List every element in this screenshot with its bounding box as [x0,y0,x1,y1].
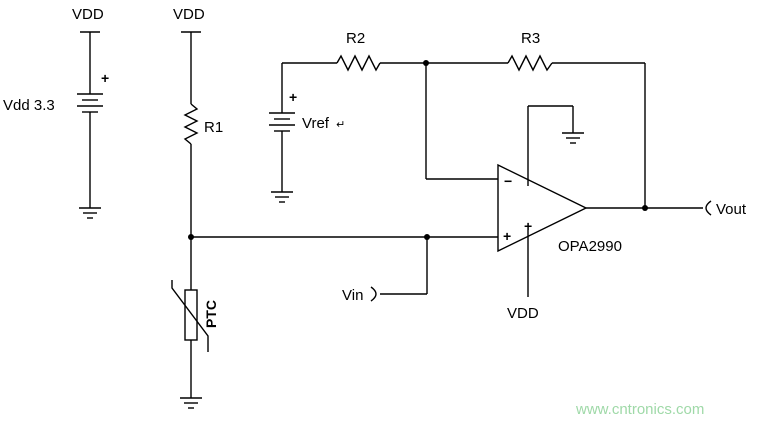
junction-node-vout [642,205,648,211]
ground-icon [79,207,101,219]
resistor-r1-icon [183,103,199,145]
vout-terminal-icon [705,200,712,216]
opamp-opa2990: − + + OPA2990 VDD [497,105,622,322]
r3-label: R3 [521,30,540,47]
input-network: Vin [191,234,498,304]
watermark-text: www.cntronics.com [575,401,704,418]
vout-label: Vout [716,201,747,218]
opamp-plus-supply-sign: + [524,218,532,234]
vdd-label-left: VDD [72,6,104,23]
r2-label: R2 [346,30,365,47]
vref-battery-branch: + Vref ↵ [269,63,345,203]
vdd-label-opamp: VDD [507,305,539,322]
resistor-r2-icon [336,54,381,72]
battery-voltage-label: Vdd 3.3 [3,97,55,114]
opamp-triangle-icon [497,163,588,253]
ground-icon [180,397,202,409]
resistor-r3-icon [507,54,553,72]
middle-divider-branch: VDD R1 PTC [171,6,223,409]
feedback-network: R2 R3 [282,30,646,208]
vref-label: Vref [302,115,330,132]
battery-plus-sign: + [101,70,109,86]
ground-icon [271,191,293,203]
opamp-minus-sign: − [504,173,512,189]
left-battery-branch: VDD + Vdd 3.3 [3,6,109,219]
return-glyph: ↵ [336,119,345,131]
vin-terminal-icon [370,286,377,302]
ground-icon [562,132,584,144]
vdd-label-mid: VDD [173,6,205,23]
opamp-name-label: OPA2990 [558,238,622,255]
r1-label: R1 [204,119,223,136]
output-network: Vout [586,200,747,218]
ptc-label: PTC [203,300,219,328]
vref-plus-sign: + [289,89,297,105]
opamp-plus-input-sign: + [503,228,511,244]
vin-label: Vin [342,287,363,304]
